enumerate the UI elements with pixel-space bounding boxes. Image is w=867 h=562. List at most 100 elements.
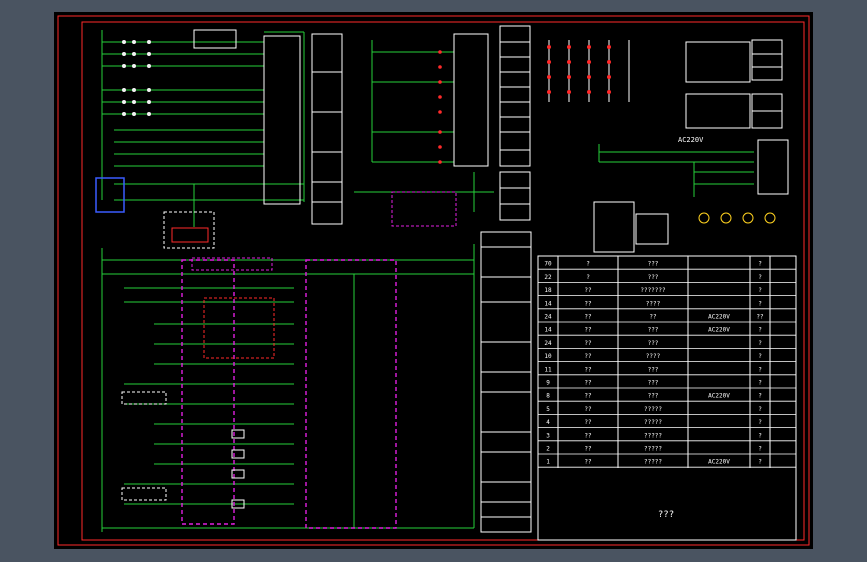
table-cell: ?? xyxy=(584,432,592,439)
table-cell: ???? xyxy=(646,353,661,360)
module-box-red xyxy=(171,227,209,243)
breaker-box xyxy=(193,29,237,49)
ac-supply-wires xyxy=(598,144,754,197)
parts-table: 70?????22?????18??????????14???????24???… xyxy=(537,255,797,541)
table-cell: ? xyxy=(758,327,762,334)
table-cell: ? xyxy=(758,261,762,268)
table-cell: ? xyxy=(758,287,762,294)
table-cell: ?? xyxy=(584,366,592,373)
table-cell: ?? xyxy=(584,327,592,334)
table-cell: ????? xyxy=(644,406,662,413)
table-cell: ? xyxy=(758,366,762,373)
control-circuit-bottom xyxy=(101,244,475,532)
table-cell: ?? xyxy=(584,380,592,387)
table-cell: 14 xyxy=(544,300,552,307)
table-cell: 24 xyxy=(544,314,552,321)
meter-box xyxy=(593,201,635,253)
description-column-3 xyxy=(480,231,532,533)
table-cell: 70 xyxy=(544,261,552,268)
table-cell: ? xyxy=(758,274,762,281)
table-cell: ?? xyxy=(584,287,592,294)
table-cell: ? xyxy=(758,406,762,413)
parts-table-rows: 70?????22?????18??????????14???????24???… xyxy=(538,261,796,468)
table-cell: ?? xyxy=(584,419,592,426)
table-cell: AC220V xyxy=(708,327,730,334)
indicator-lamps xyxy=(698,212,776,224)
table-cell: ??? xyxy=(648,366,659,373)
terminal-block-top xyxy=(263,35,301,205)
coils xyxy=(231,429,245,509)
table-cell: ??? xyxy=(648,380,659,387)
table-cell: ? xyxy=(758,459,762,466)
table-cell: ? xyxy=(758,380,762,387)
table-cell: ?? xyxy=(584,340,592,347)
ac-supply-label: AC220V xyxy=(678,136,704,144)
dashed-panel-top xyxy=(191,257,273,271)
limit-switch-box-2 xyxy=(121,487,167,501)
selector-contacts xyxy=(547,45,611,94)
table-cell: ?? xyxy=(584,393,592,400)
description-column-2 xyxy=(499,25,531,221)
right-description xyxy=(751,39,789,195)
table-cell: ???? xyxy=(646,300,661,307)
table-cell: 5 xyxy=(546,406,550,413)
meter-box-2 xyxy=(635,213,669,245)
table-cell: 18 xyxy=(544,287,552,294)
table-cell: ?? xyxy=(584,406,592,413)
dashed-panel-mid xyxy=(203,297,275,359)
table-cell: ??? xyxy=(648,327,659,334)
table-cell: AC220V xyxy=(708,393,730,400)
table-cell: 8 xyxy=(546,393,550,400)
table-cell: ? xyxy=(758,393,762,400)
table-cell: AC220V xyxy=(708,314,730,321)
table-cell: ??? xyxy=(648,340,659,347)
table-cell: ????? xyxy=(644,419,662,426)
module-box-dashed xyxy=(163,211,215,249)
motor-circuit-contacts xyxy=(122,40,151,116)
table-cell: 2 xyxy=(546,446,550,453)
relay-box-top-right xyxy=(685,41,751,83)
table-cell: ?? xyxy=(756,314,764,321)
parts-table-frame xyxy=(537,255,797,541)
inner-border xyxy=(81,21,805,541)
table-cell: ??? xyxy=(648,274,659,281)
schematic-drawing: AC220V xyxy=(57,15,810,546)
relay-group-dashed xyxy=(391,191,457,227)
table-cell: 11 xyxy=(544,366,552,373)
plc-module xyxy=(453,33,489,167)
table-cell: ?? xyxy=(584,300,592,307)
motor-circuit-left xyxy=(101,30,305,227)
table-cell: ??? xyxy=(648,261,659,268)
table-cell: 3 xyxy=(546,432,550,439)
table-cell: 22 xyxy=(544,274,552,281)
table-cell: ? xyxy=(586,274,590,281)
title-block-text: ??? xyxy=(658,510,674,520)
table-cell: ????? xyxy=(644,459,662,466)
limit-switch-box-1 xyxy=(121,391,167,405)
table-cell: ? xyxy=(758,446,762,453)
drawing-sheet[interactable]: AC220V xyxy=(54,12,813,549)
table-cell: ????? xyxy=(644,432,662,439)
table-cell: ? xyxy=(758,300,762,307)
table-cell: 24 xyxy=(544,340,552,347)
table-cell: ? xyxy=(758,340,762,347)
control-box-blue xyxy=(95,177,125,213)
table-cell: AC220V xyxy=(708,459,730,466)
dashed-panel-left xyxy=(181,259,235,525)
table-cell: 9 xyxy=(546,380,550,387)
table-cell: ? xyxy=(758,419,762,426)
table-cell: 10 xyxy=(544,353,552,360)
table-cell: ?? xyxy=(584,446,592,453)
table-cell: ?? xyxy=(584,459,592,466)
plc-terminals xyxy=(438,50,442,164)
table-cell: ??????? xyxy=(640,287,666,294)
outer-border xyxy=(57,15,810,546)
table-cell: ?? xyxy=(584,353,592,360)
control-circuit-middle xyxy=(354,40,494,212)
relay-box-mid-right xyxy=(685,93,751,129)
description-column-1 xyxy=(311,33,343,225)
table-cell: ? xyxy=(586,261,590,268)
dashed-panel-right xyxy=(305,259,397,529)
table-cell: ??? xyxy=(648,393,659,400)
